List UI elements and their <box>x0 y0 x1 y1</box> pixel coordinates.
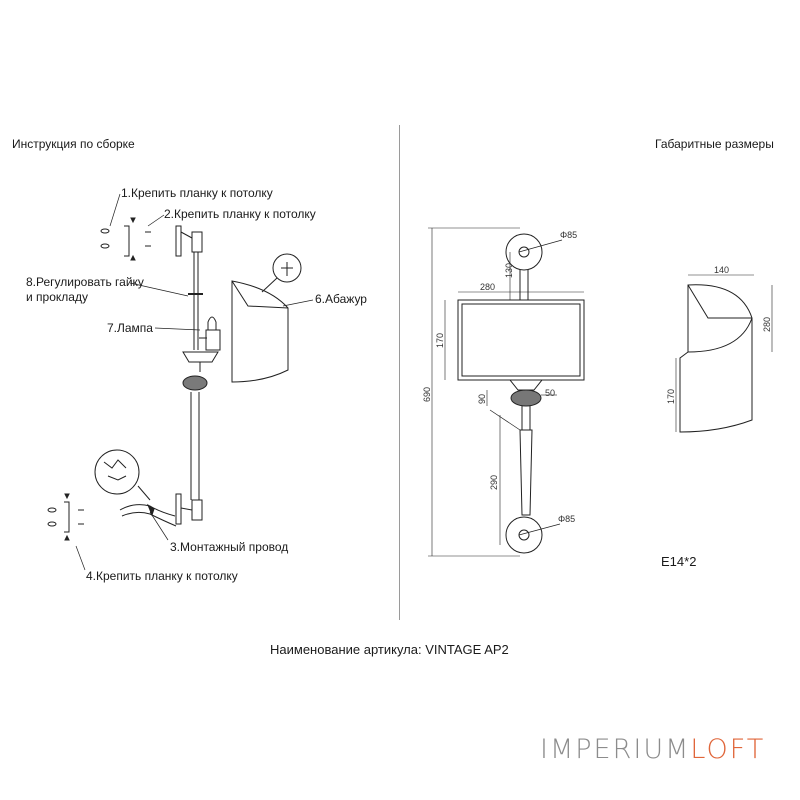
dim-170: 170 <box>435 333 445 348</box>
step-8-label: 8.Регулировать гайку <box>26 275 144 289</box>
wiring-detail <box>94 449 177 527</box>
step-8-label-cont: и прокладу <box>26 290 88 304</box>
step-4-label: 4.Крепить планку к потолку <box>86 569 238 583</box>
dim-130: 130 <box>504 263 514 278</box>
assembly-sconce <box>175 225 221 525</box>
brand-logo: IMPERIUMLOFT <box>540 734 765 765</box>
leader-lines <box>75 193 314 571</box>
dim-top-diameter: Φ85 <box>560 230 577 240</box>
dim-690: 690 <box>422 387 432 402</box>
dim-290: 290 <box>489 475 499 490</box>
dim-50: 50 <box>545 388 555 398</box>
assembly-shade <box>231 253 302 383</box>
dim-bottom-diameter: Φ85 <box>558 514 575 524</box>
step-2-label: 2.Крепить планку к потолку <box>164 207 316 221</box>
divider <box>399 125 400 620</box>
dim-side-140: 140 <box>714 265 729 275</box>
logo-part-loft: LOFT <box>690 734 766 765</box>
dim-280: 280 <box>480 282 495 292</box>
step-6-label: 6.Абажур <box>315 292 367 306</box>
dim-90: 90 <box>477 394 487 404</box>
step-3-label: 3.Монтажный провод <box>170 540 289 554</box>
top-mounting-plate <box>100 217 151 261</box>
step-1-label: 1.Крепить планку к потолку <box>121 186 273 200</box>
dim-side-170: 170 <box>666 389 676 404</box>
side-view <box>675 274 773 433</box>
left-title: Инструкция по сборке <box>12 137 135 151</box>
logo-part-imperium: IMPERIUM <box>540 734 691 765</box>
bulb-type: E14*2 <box>661 554 697 569</box>
bottom-mounting-plate <box>47 493 84 541</box>
step-7-label: 7.Лампа <box>107 321 153 335</box>
dim-side-280: 280 <box>762 317 772 332</box>
right-title: Габаритные размеры <box>655 137 774 151</box>
front-view <box>428 227 585 557</box>
article-name: Наименование артикула: VINTAGE AP2 <box>270 642 509 657</box>
